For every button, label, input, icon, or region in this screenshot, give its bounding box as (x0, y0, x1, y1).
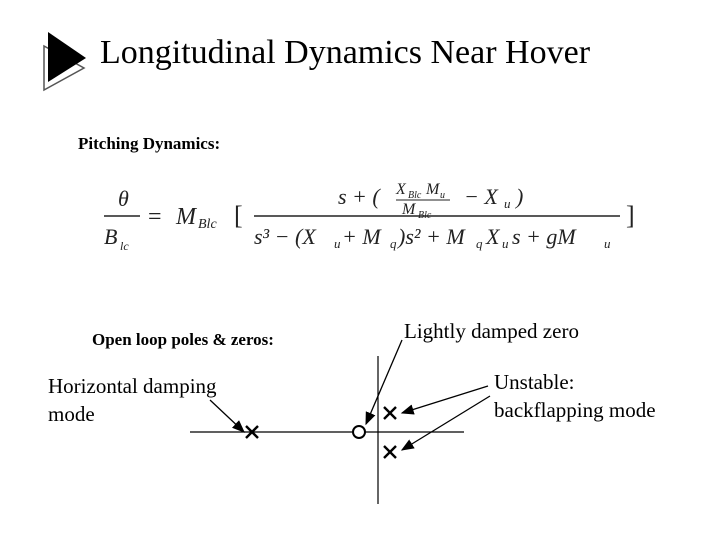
backflapping-pole-lower (383, 445, 397, 459)
horizontal-damping-line-1: Horizontal damping (48, 374, 217, 398)
denominator-part-1: s³ − (X (254, 224, 317, 249)
backflapping-pole-upper (383, 406, 397, 420)
denominator-sub-1: u (334, 236, 341, 251)
unstable-line-1: Unstable: (494, 370, 575, 394)
denominator-plus-m: + M (342, 224, 382, 249)
horizontal-damping-label: Horizontal damping mode (48, 372, 217, 428)
numerator-inner-m: M (425, 181, 441, 198)
numerator-s-plus: s + ( (338, 184, 381, 209)
denominator-s2: )s² + M (396, 224, 466, 249)
gain-symbol: M (175, 204, 198, 230)
arrow-unstable-lower (400, 395, 491, 451)
arrow-lightly-damped-zero (365, 339, 403, 426)
numerator-close: ) (514, 184, 523, 209)
gain-subscript: Blc (198, 217, 217, 232)
lhs-denominator-sub: lc (120, 239, 129, 253)
lightly-damped-zero-label: Lightly damped zero (404, 319, 579, 343)
denominator-xu-sub: u (502, 236, 509, 251)
poles-zeros-heading: Open loop poles & zeros: (92, 330, 274, 349)
numerator-minus-x: − X (464, 184, 499, 209)
denominator-plus-m-sub: q (390, 236, 397, 251)
open-bracket: [ (234, 201, 243, 230)
close-bracket: ] (626, 201, 635, 230)
lightly-damped-zero (352, 425, 366, 439)
numerator-inner-x: X (395, 181, 407, 198)
triangle-play-icon (43, 32, 86, 92)
arrow-horizontal-damping (209, 399, 245, 433)
lhs-numerator: θ (118, 186, 129, 211)
numerator-inner-den: M (401, 201, 417, 218)
denominator-end: s + gM (512, 224, 577, 249)
unstable-backflapping-label: Unstable: backflapping mode (494, 368, 656, 424)
lhs-denominator: B (104, 224, 117, 249)
denominator-end-sub: u (604, 236, 611, 251)
unstable-line-2: backflapping mode (494, 398, 656, 422)
page-title: Longitudinal Dynamics Near Hover (100, 34, 591, 71)
pitching-dynamics-heading: Pitching Dynamics: (78, 134, 221, 153)
numerator-minus-x-sub: u (504, 196, 511, 211)
denominator-xu: X (485, 224, 501, 249)
equals-sign: = (148, 204, 162, 230)
denominator-s2-sub: q (476, 236, 483, 251)
numerator-inner-x-sub: Blc (408, 190, 422, 201)
horizontal-damping-line-2: mode (48, 402, 95, 426)
numerator-inner-m-sub: u (440, 190, 445, 201)
arrow-unstable-upper (400, 385, 489, 415)
transfer-function-equation: θ B lc = M Blc [ s + ( X Blc M u M Blc −… (104, 181, 635, 253)
horizontal-damping-pole (245, 425, 259, 439)
